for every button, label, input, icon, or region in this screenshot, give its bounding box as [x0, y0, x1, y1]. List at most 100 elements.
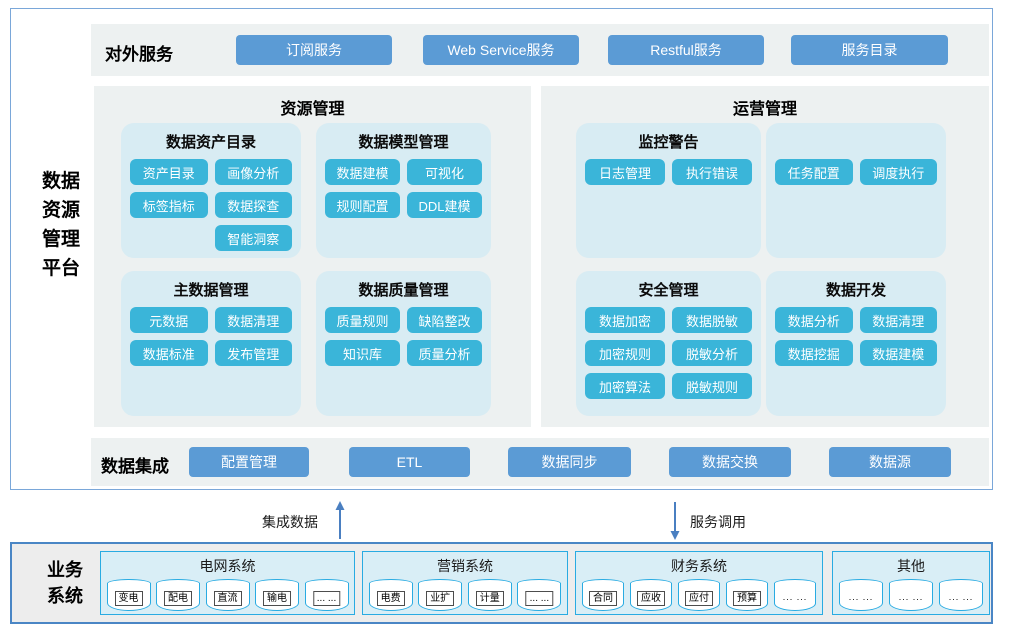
- grid-system-databases: 变电 配电 直流 输电 ... ...: [101, 579, 354, 611]
- tag-indicator-button[interactable]: 标签指标: [130, 192, 208, 218]
- data-model-mgmt-title: 数据模型管理: [358, 134, 449, 151]
- database-icon: 计量: [467, 579, 512, 611]
- data-model-mgmt-card: 数据模型管理 数据建模 可视化 规则配置 DDL建模: [316, 123, 491, 258]
- metadata-button[interactable]: 元数据: [130, 307, 208, 333]
- data-asset-catalog-buttons: 资产目录 画像分析 标签指标 数据探查 智能洞察: [121, 152, 301, 251]
- monitor-alert-card: 监控警告 日志管理 执行错误: [576, 123, 761, 258]
- data-modeling-button[interactable]: 数据建模: [325, 159, 400, 185]
- marketing-system-title: 营销系统: [437, 558, 493, 574]
- smart-insight-button[interactable]: 智能洞察: [214, 225, 292, 251]
- database-label: 业扩: [426, 591, 455, 606]
- quality-analysis-button[interactable]: 质量分析: [407, 340, 482, 366]
- service-catalog-button[interactable]: 服务目录: [791, 35, 948, 65]
- visualization-button[interactable]: 可视化: [407, 159, 482, 185]
- data-quality-mgmt-buttons: 质量规则 缺陷整改 知识库 质量分析: [316, 300, 491, 366]
- operation-mgmt-panel: 运营管理 监控警告 日志管理 执行错误 任务配置 调度执行 安全管理 数据加密 …: [541, 86, 989, 427]
- rule-config-button[interactable]: 规则配置: [325, 192, 400, 218]
- data-standard-button[interactable]: 数据标准: [130, 340, 208, 366]
- data-exploration-button[interactable]: 数据探查: [214, 192, 292, 218]
- data-analysis-button[interactable]: 数据分析: [775, 307, 853, 333]
- database-label: 输电: [263, 591, 291, 606]
- defect-fix-button[interactable]: 缺陷整改: [407, 307, 482, 333]
- database-icon: ... ...: [889, 579, 933, 611]
- data-dev-card: 数据开发 数据分析 数据清理 数据挖掘 数据建模: [766, 271, 946, 416]
- up-arrow-icon: [335, 501, 345, 539]
- marketing-system-databases: 电费 业扩 计量 ... ...: [363, 579, 567, 611]
- task-schedule-buttons: 任务配置 调度执行: [766, 152, 946, 185]
- database-label: 配电: [164, 591, 192, 606]
- database-icon: ... ...: [517, 579, 562, 611]
- database-label: ... ...: [945, 591, 977, 604]
- data-quality-mgmt-title: 数据质量管理: [358, 282, 449, 299]
- task-schedule-title: [766, 123, 946, 152]
- database-label: ... ...: [312, 591, 341, 606]
- database-label: 计量: [475, 591, 504, 606]
- business-systems-label-line: 系统: [47, 586, 83, 606]
- database-label: 预算: [733, 591, 761, 606]
- data-mining-button[interactable]: 数据挖掘: [775, 340, 853, 366]
- task-config-button[interactable]: 任务配置: [775, 159, 853, 185]
- database-label: 电费: [376, 591, 405, 606]
- task-schedule-card: 任务配置 调度执行: [766, 123, 946, 258]
- data-dev-buttons: 数据分析 数据清理 数据挖掘 数据建模: [766, 300, 946, 366]
- platform-title-line: 数据: [41, 171, 80, 192]
- integrate-data-flow-label: 集成数据: [262, 514, 318, 530]
- database-label: ... ...: [895, 591, 927, 604]
- masking-rule-button[interactable]: 脱敏规则: [672, 373, 752, 399]
- database-label: ... ...: [525, 591, 554, 606]
- data-cleaning-dev-button[interactable]: 数据清理: [859, 307, 937, 333]
- exec-error-button[interactable]: 执行错误: [672, 159, 752, 185]
- database-icon: 合同: [582, 579, 624, 611]
- database-label: 合同: [589, 591, 617, 606]
- others-group: 其他 ... ... ... ... ... ...: [832, 551, 990, 615]
- data-sync-button[interactable]: 数据同步: [508, 447, 631, 477]
- database-icon: 业扩: [418, 579, 463, 611]
- data-source-button[interactable]: 数据源: [829, 447, 951, 477]
- platform-title-line: 资源: [41, 200, 80, 221]
- database-icon: ... ...: [939, 579, 983, 611]
- encrypt-rule-button[interactable]: 加密规则: [585, 340, 665, 366]
- down-arrow-icon: [670, 502, 680, 540]
- operation-mgmt-title: 运营管理: [732, 101, 797, 118]
- database-icon: 配电: [156, 579, 200, 611]
- finance-system-title: 财务系统: [671, 558, 727, 574]
- data-modeling-dev-button[interactable]: 数据建模: [859, 340, 937, 366]
- master-data-mgmt-buttons: 元数据 数据清理 数据标准 发布管理: [121, 300, 301, 366]
- data-model-mgmt-buttons: 数据建模 可视化 规则配置 DDL建模: [316, 152, 491, 218]
- database-label: ... ...: [779, 591, 811, 604]
- subscribe-service-button[interactable]: 订阅服务: [236, 35, 392, 65]
- publish-mgmt-button[interactable]: 发布管理: [214, 340, 292, 366]
- data-encrypt-button[interactable]: 数据加密: [585, 307, 665, 333]
- quality-rule-button[interactable]: 质量规则: [325, 307, 400, 333]
- data-asset-catalog-title: 数据资产目录: [165, 134, 256, 151]
- security-mgmt-card: 安全管理 数据加密 数据脱敏 加密规则 脱敏分析 加密算法 脱敏规则: [576, 271, 761, 416]
- web-service-button[interactable]: Web Service服务: [423, 35, 579, 65]
- database-icon: 变电: [106, 579, 151, 611]
- data-quality-mgmt-card: 数据质量管理 质量规则 缺陷整改 知识库 质量分析: [316, 271, 491, 416]
- config-mgmt-button[interactable]: 配置管理: [189, 447, 309, 477]
- data-cleaning-button[interactable]: 数据清理: [214, 307, 292, 333]
- database-label: 应收: [637, 591, 665, 606]
- restful-service-button[interactable]: Restful服务: [608, 35, 764, 65]
- external-services-strip: 对外服务 订阅服务 Web Service服务 Restful服务 服务目录: [91, 24, 989, 76]
- asset-catalog-button[interactable]: 资产目录: [130, 159, 208, 185]
- log-mgmt-button[interactable]: 日志管理: [585, 159, 665, 185]
- monitor-alert-buttons: 日志管理 执行错误: [576, 152, 761, 185]
- knowledge-base-button[interactable]: 知识库: [325, 340, 400, 366]
- encrypt-algorithm-button[interactable]: 加密算法: [585, 373, 665, 399]
- business-systems-label: 业务 系统: [34, 557, 96, 609]
- database-icon: 应收: [630, 579, 672, 611]
- etl-button[interactable]: ETL: [349, 447, 470, 477]
- masking-analysis-button[interactable]: 脱敏分析: [672, 340, 752, 366]
- database-label: 直流: [213, 591, 242, 606]
- ddl-modeling-button[interactable]: DDL建模: [407, 192, 482, 218]
- database-icon: 应付: [678, 579, 720, 611]
- dispatch-exec-button[interactable]: 调度执行: [859, 159, 937, 185]
- finance-system-databases: 合同 应收 应付 预算 ... ...: [576, 579, 822, 611]
- platform-title-line: 平台: [41, 258, 80, 279]
- data-masking-button[interactable]: 数据脱敏: [672, 307, 752, 333]
- database-icon: 预算: [726, 579, 768, 611]
- data-exchange-button[interactable]: 数据交换: [669, 447, 791, 477]
- data-dev-title: 数据开发: [825, 282, 886, 299]
- profile-analysis-button[interactable]: 画像分析: [214, 159, 292, 185]
